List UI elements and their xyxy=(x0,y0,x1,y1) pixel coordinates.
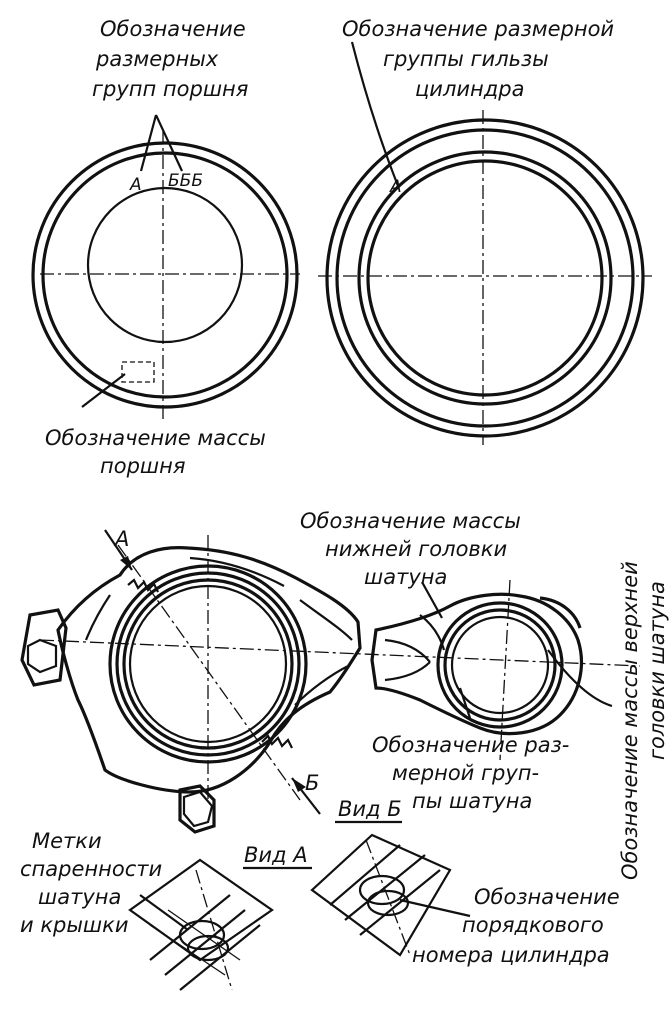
cylinder-sleeve-top-view xyxy=(318,41,652,445)
piston-top-view xyxy=(31,114,300,420)
rod-small-end-mass-label: Обозначение массы верхней головки шатуна xyxy=(618,561,669,880)
sleeve-mark-a: А xyxy=(389,177,402,197)
rod-small-mass-line-2: головки шатуна xyxy=(645,581,669,760)
piston-groups-line-3: групп поршня xyxy=(92,77,248,101)
cylinder-number-line-3: номера цилиндра xyxy=(412,943,610,967)
connecting-rod-big-end xyxy=(20,529,641,834)
cylinder-number-line-2: порядкового xyxy=(462,913,604,937)
pairing-marks-line-4: и крышки xyxy=(20,913,128,937)
sleeve-group-line-1: Обозначение размерной xyxy=(342,17,614,41)
view-a-title: Вид А xyxy=(244,843,308,867)
rod-size-group-line-1: Обозначение раз- xyxy=(372,733,569,757)
view-b-title: Вид Б xyxy=(338,797,402,821)
pairing-marks-line-2: спаренности xyxy=(20,857,162,881)
piston-groups-line-1: Обозначение xyxy=(100,17,246,41)
section-a-marker: А xyxy=(113,527,129,551)
rod-small-mass-line-1: Обозначение массы верхней xyxy=(618,561,642,880)
pairing-marks-line-3: шатуна xyxy=(38,885,121,909)
sleeve-group-line-3: цилиндра xyxy=(415,77,524,101)
pairing-marks-line-1: Метки xyxy=(32,829,102,853)
rod-size-group-label: Обозначение раз- мерной груп- пы шатуна xyxy=(372,733,569,813)
rod-big-mass-line-1: Обозначение массы xyxy=(300,509,521,533)
rod-big-mass-line-2: нижней головки xyxy=(325,537,507,561)
piston-groups-label: Обозначение размерных групп поршня xyxy=(92,17,248,101)
piston-mark-a: А xyxy=(129,175,142,195)
pairing-marks-label: Метки спаренности шатуна и крышки xyxy=(20,829,162,937)
piston-mass-line-1: Обозначение массы xyxy=(45,426,266,450)
piston-mark-bbb: БББ xyxy=(168,171,203,191)
piston-mass-line-2: поршня xyxy=(100,454,186,478)
cylinder-number-label: Обозначение порядкового номера цилиндра xyxy=(412,885,620,967)
rod-big-end-mass-label: Обозначение массы нижней головки шатуна xyxy=(300,509,521,589)
piston-groups-line-2: размерных xyxy=(95,47,219,71)
connecting-rod-small-end xyxy=(370,579,613,761)
sleeve-group-label: Обозначение размерной группы гильзы цили… xyxy=(342,17,614,101)
view-b-detail xyxy=(310,820,471,957)
rod-size-group-line-3: пы шатуна xyxy=(412,789,532,813)
section-b-marker: Б xyxy=(305,771,319,795)
sleeve-group-line-2: группы гильзы xyxy=(383,47,549,71)
view-a-detail xyxy=(128,858,312,991)
rod-big-mass-line-3: шатуна xyxy=(364,565,447,589)
rod-size-group-line-2: мерной груп- xyxy=(392,761,539,785)
piston-mass-label: Обозначение массы поршня xyxy=(45,426,266,478)
cylinder-number-line-1: Обозначение xyxy=(474,885,620,909)
